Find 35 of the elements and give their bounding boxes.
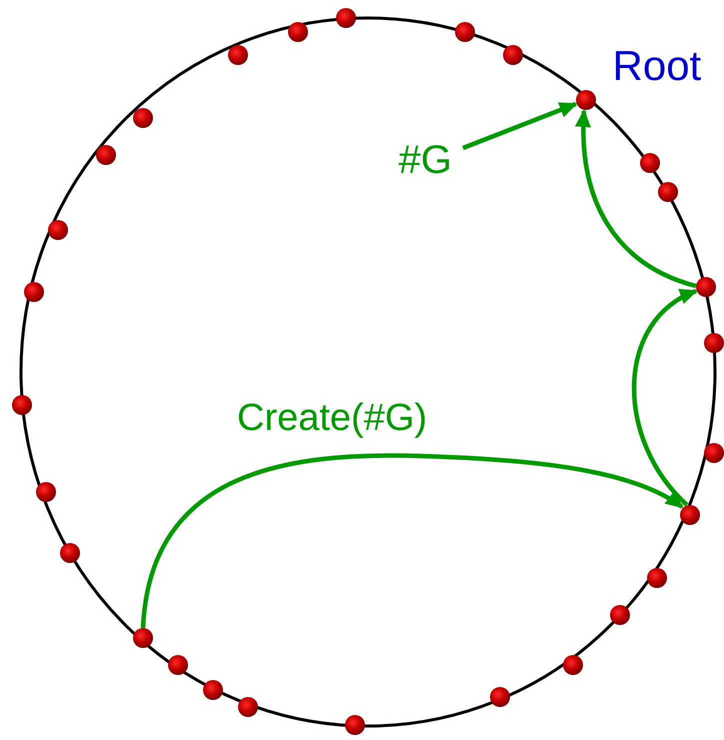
ring-node-dot	[503, 45, 523, 65]
ring-node-dot	[336, 8, 356, 28]
ring-node-dot	[12, 395, 32, 415]
ring-node-dot	[704, 333, 724, 353]
ring-node-dot	[680, 505, 700, 525]
edge-label: Create(#G)	[237, 399, 428, 437]
key-label: #G	[398, 140, 452, 180]
ring-node-dot	[228, 45, 248, 65]
ring-node-dot	[133, 628, 153, 648]
ring-node-dot	[658, 182, 678, 202]
ring-node-dot	[60, 543, 80, 563]
ring-node-dot	[133, 108, 153, 128]
ring-node-dot	[24, 282, 44, 302]
ring-node-dot	[563, 655, 583, 675]
ring-node-dot	[36, 482, 56, 502]
ring-node-dot	[647, 568, 667, 588]
ring-node-dot	[48, 220, 68, 240]
arrow	[462, 102, 578, 150]
ring-node-dot	[696, 277, 716, 297]
ring-node-dot	[288, 22, 308, 42]
ring-node-dot	[168, 655, 188, 675]
ring-node-dot	[610, 605, 630, 625]
arrow	[576, 109, 697, 288]
ring-node-dot	[490, 687, 510, 707]
ring-node-dot	[96, 145, 116, 165]
ring-node-dot	[455, 22, 475, 42]
arrow	[632, 288, 698, 507]
ring-node-dot	[640, 153, 660, 173]
node-caption: Root	[612, 45, 702, 87]
ring-node-dot	[345, 715, 365, 735]
ring-node-dot	[576, 90, 596, 110]
ring-node-dot	[238, 697, 258, 717]
arrow	[140, 453, 684, 628]
ring-node-dot	[203, 680, 223, 700]
ring-node-dot	[704, 443, 724, 463]
